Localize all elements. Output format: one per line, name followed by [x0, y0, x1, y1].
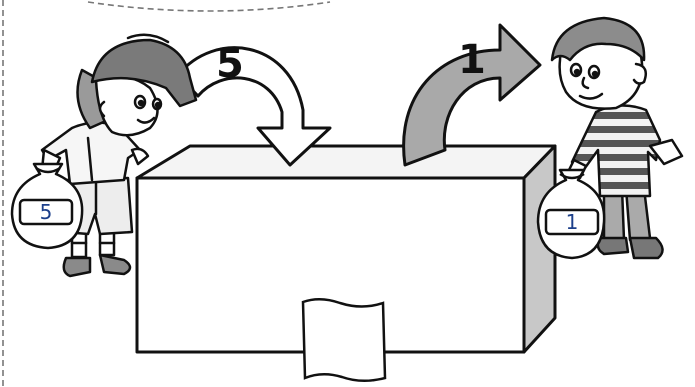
right-bag-number: 1	[546, 212, 598, 232]
right-arrow-number: 1	[458, 40, 486, 80]
box-top	[137, 146, 555, 178]
paper-slip-icon	[303, 299, 385, 381]
left-bag-number: 5	[20, 202, 72, 222]
left-arrow-number: 5	[216, 44, 244, 84]
